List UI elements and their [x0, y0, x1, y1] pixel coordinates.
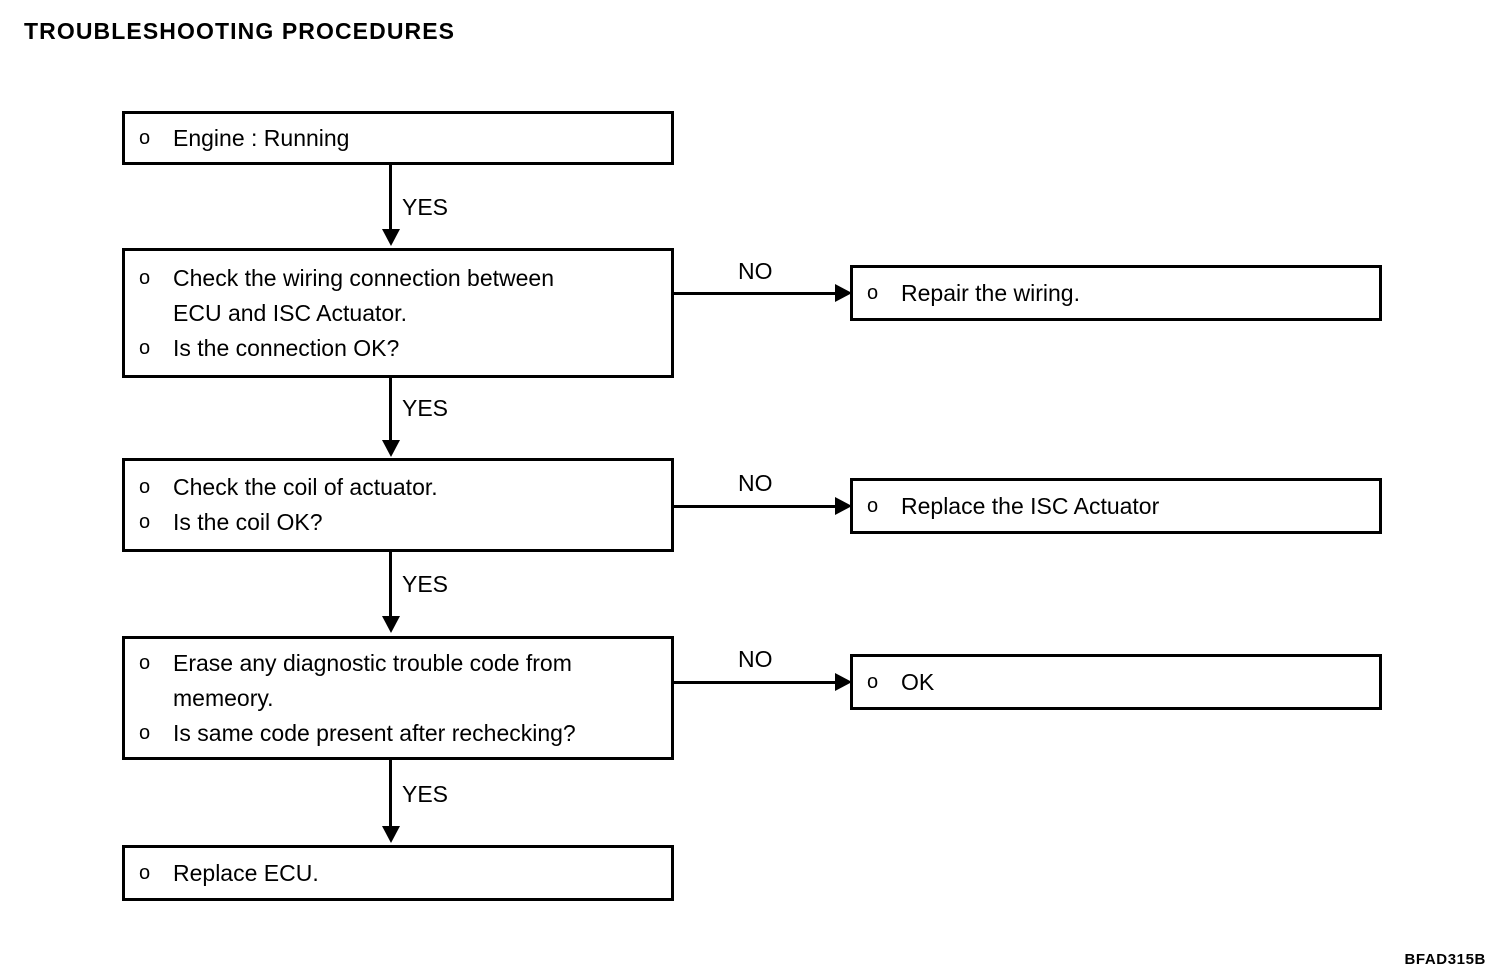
node-line-text: Check the coil of actuator. [173, 474, 438, 500]
node-line: o Is the coil OK? [125, 505, 671, 540]
bullet-icon: o [139, 336, 151, 359]
connector-no-1-arrowhead [835, 284, 852, 302]
connector-no-2-arrowhead [835, 497, 852, 515]
connector-yes-1-line [389, 165, 392, 231]
node-line-text: OK [901, 668, 935, 695]
node-line: memeory. [125, 681, 671, 716]
node-check-wiring: o Check the wiring connection between EC… [122, 248, 674, 378]
bullet-icon: o [139, 126, 151, 149]
edge-label-yes-4: YES [402, 781, 449, 807]
edge-label-no-1: NO [738, 258, 773, 284]
connector-no-3-arrowhead [835, 673, 852, 691]
bullet-icon: o [867, 281, 879, 304]
connector-yes-1-arrowhead [382, 229, 400, 246]
node-line: o Replace ECU. [125, 856, 671, 891]
node-replace-ecu: o Replace ECU. [122, 845, 674, 901]
node-line: o Is the connection OK? [125, 331, 671, 366]
node-line: o Repair the wiring. [853, 276, 1379, 311]
connector-yes-3-line [389, 552, 392, 618]
node-line-text: Replace ECU. [173, 859, 319, 886]
node-erase-dtc: o Erase any diagnostic trouble code from… [122, 636, 674, 760]
connector-no-1-line [674, 292, 839, 295]
node-line-text: Engine : Running [173, 124, 350, 151]
bullet-icon: o [139, 511, 151, 533]
connector-no-3-line [674, 681, 839, 684]
connector-yes-4-arrowhead [382, 826, 400, 843]
edge-label-yes-3: YES [402, 571, 449, 597]
connector-yes-2-arrowhead [382, 440, 400, 457]
bullet-icon: o [139, 476, 151, 498]
node-line-text: Is the coil OK? [173, 509, 323, 535]
bullet-icon: o [139, 651, 151, 674]
node-line-text: Repair the wiring. [901, 279, 1080, 306]
connector-no-2-line [674, 505, 839, 508]
connector-yes-2-line [389, 378, 392, 442]
node-line: o Replace the ISC Actuator [853, 489, 1379, 524]
node-line-text: memeory. [173, 684, 274, 711]
bullet-icon: o [867, 494, 879, 517]
node-line-text: ECU and ISC Actuator. [173, 299, 407, 326]
bullet-icon: o [139, 266, 151, 289]
bullet-icon: o [867, 670, 879, 693]
node-line-text: Is the connection OK? [173, 334, 400, 361]
edge-label-yes-1: YES [402, 194, 449, 220]
node-line-text: Erase any diagnostic trouble code from [173, 649, 572, 676]
node-line: ECU and ISC Actuator. [125, 296, 671, 331]
node-check-coil: o Check the coil of actuator. o Is the c… [122, 458, 674, 552]
page-title: TROUBLESHOOTING PROCEDURES [24, 18, 456, 44]
edge-label-no-2: NO [738, 470, 773, 496]
node-replace-isc-actuator: o Replace the ISC Actuator [850, 478, 1382, 534]
node-engine-running: o Engine : Running [122, 111, 674, 165]
bullet-icon: o [139, 721, 151, 744]
connector-yes-4-line [389, 760, 392, 828]
node-line: o Check the wiring connection between [125, 261, 671, 296]
node-line: o Check the coil of actuator. [125, 470, 671, 505]
node-line: o Erase any diagnostic trouble code from [125, 646, 671, 681]
node-line: o OK [853, 665, 1379, 700]
edge-label-no-3: NO [738, 646, 773, 672]
node-line-text: Is same code present after rechecking? [173, 719, 576, 746]
node-ok: o OK [850, 654, 1382, 710]
bullet-icon: o [139, 861, 151, 884]
node-repair-wiring: o Repair the wiring. [850, 265, 1382, 321]
edge-label-yes-2: YES [402, 395, 449, 421]
connector-yes-3-arrowhead [382, 616, 400, 633]
node-line-text: Check the wiring connection between [173, 264, 555, 291]
node-line: o Is same code present after rechecking? [125, 716, 671, 751]
node-line: o Engine : Running [125, 121, 671, 156]
figure-reference-code: BFAD315B [1404, 951, 1486, 968]
node-line-text: Replace the ISC Actuator [901, 492, 1160, 519]
